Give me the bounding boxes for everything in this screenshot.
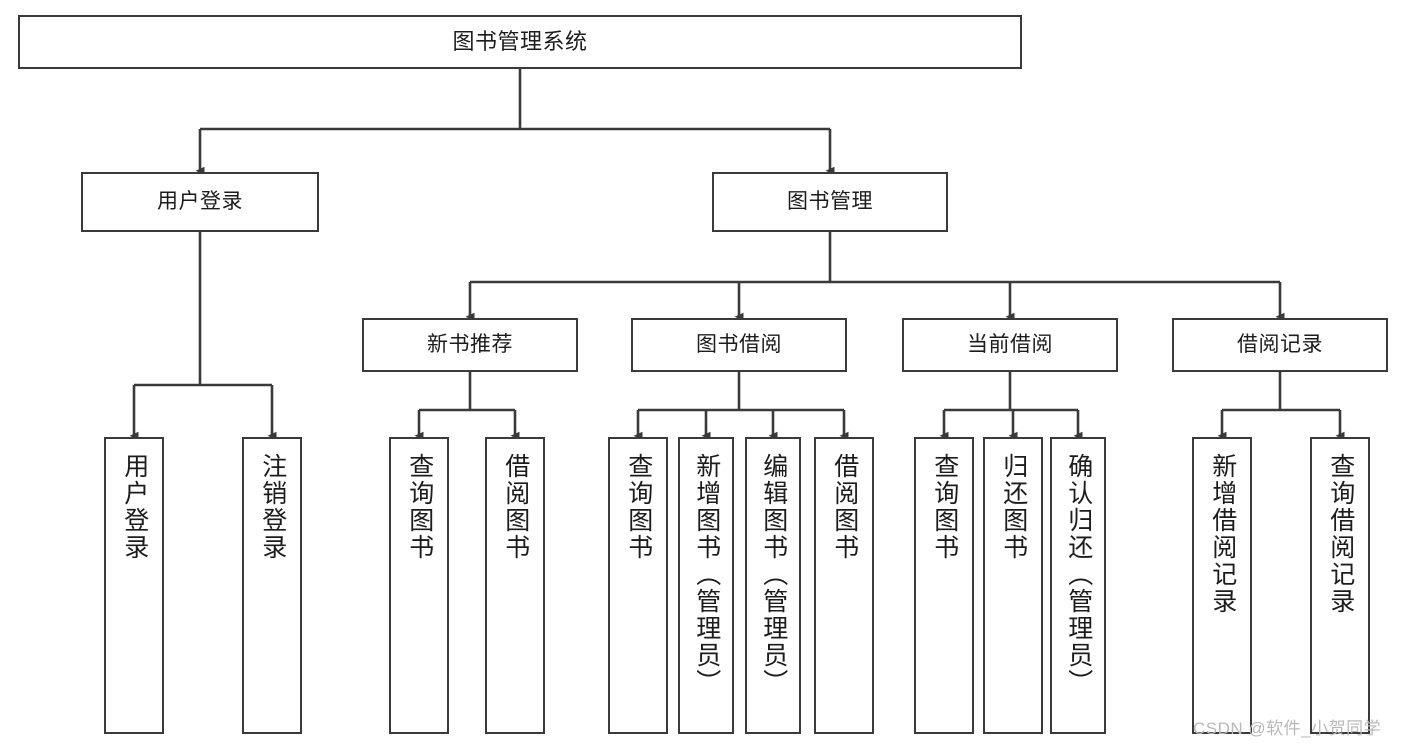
node-leaf-logout-label: 注销登录 [258, 453, 287, 561]
node-leaf-add-record-label: 新增借阅记录 [1208, 453, 1237, 615]
node-leaf-add-book[interactable]: 新增图书（管理员） [678, 437, 734, 734]
node-leaf-return-book-label: 归还图书 [999, 453, 1028, 561]
node-leaf-query-book-1-label: 查询图书 [405, 453, 434, 561]
node-leaf-logout[interactable]: 注销登录 [242, 437, 302, 734]
node-current-borrow-label: 当前借阅 [967, 332, 1053, 356]
node-borrow-record-label: 借阅记录 [1237, 332, 1323, 356]
node-current-borrow[interactable]: 当前借阅 [902, 318, 1118, 372]
node-book-borrow-label: 图书借阅 [696, 332, 782, 356]
node-leaf-add-record[interactable]: 新增借阅记录 [1192, 437, 1252, 734]
node-book-borrow[interactable]: 图书借阅 [631, 318, 847, 372]
node-leaf-borrow-book-2[interactable]: 借阅图书 [814, 437, 874, 734]
node-user-login-label: 用户登录 [157, 189, 243, 213]
node-leaf-borrow-book-2-label: 借阅图书 [830, 453, 859, 561]
node-leaf-borrow-book-1[interactable]: 借阅图书 [485, 437, 545, 734]
node-leaf-query-record-label: 查询借阅记录 [1326, 453, 1355, 615]
node-leaf-confirm-return[interactable]: 确认归还（管理员） [1050, 437, 1106, 734]
node-book-manage[interactable]: 图书管理 [712, 172, 948, 232]
node-leaf-query-record[interactable]: 查询借阅记录 [1310, 437, 1370, 734]
node-leaf-return-book[interactable]: 归还图书 [983, 437, 1043, 734]
node-leaf-edit-book-label: 编辑图书（管理员） [759, 453, 788, 696]
node-leaf-borrow-book-1-label: 借阅图书 [501, 453, 530, 561]
node-user-login[interactable]: 用户登录 [81, 172, 319, 232]
watermark: CSDN @软件_小贺同学 [1193, 719, 1382, 738]
node-leaf-user-login-label: 用户登录 [120, 453, 149, 561]
node-leaf-query-book-3[interactable]: 查询图书 [914, 437, 974, 734]
node-leaf-query-book-1[interactable]: 查询图书 [389, 437, 449, 734]
node-leaf-user-login[interactable]: 用户登录 [104, 437, 164, 734]
node-new-book-recommend[interactable]: 新书推荐 [362, 318, 578, 372]
node-leaf-edit-book[interactable]: 编辑图书（管理员） [745, 437, 801, 734]
node-leaf-confirm-return-label: 确认归还（管理员） [1064, 453, 1093, 696]
node-new-book-recommend-label: 新书推荐 [427, 332, 513, 356]
node-borrow-record[interactable]: 借阅记录 [1172, 318, 1388, 372]
node-root[interactable]: 图书管理系统 [18, 15, 1022, 69]
node-book-manage-label: 图书管理 [787, 189, 873, 213]
node-leaf-query-book-2[interactable]: 查询图书 [608, 437, 668, 734]
node-leaf-query-book-2-label: 查询图书 [624, 453, 653, 561]
node-leaf-add-book-label: 新增图书（管理员） [692, 453, 721, 696]
node-leaf-query-book-3-label: 查询图书 [930, 453, 959, 561]
node-root-label: 图书管理系统 [452, 29, 588, 55]
